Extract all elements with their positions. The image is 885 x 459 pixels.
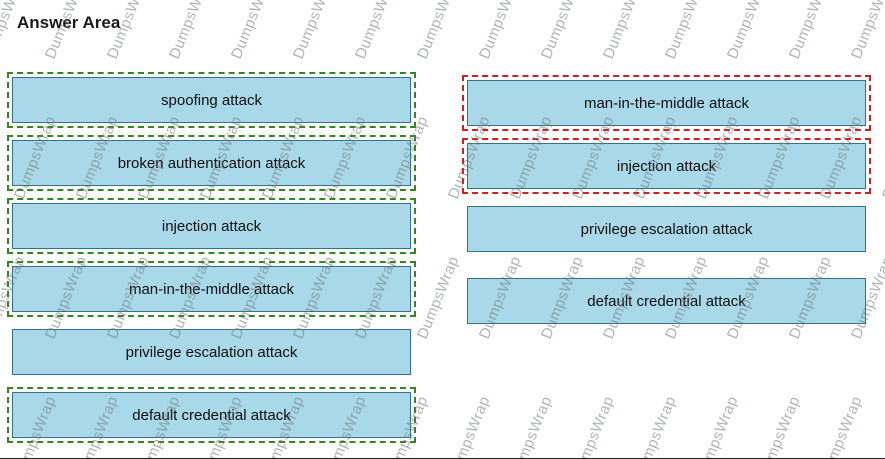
- watermark-text: DumpsWrap: [755, 393, 804, 459]
- page-title: Answer Area: [17, 13, 121, 32]
- drag-item-default-credential-attack[interactable]: default credential attack: [12, 392, 411, 438]
- watermark-text: DumpsWrap: [879, 393, 885, 459]
- answer-slot-wrap: default credential attack: [462, 273, 871, 329]
- drag-item-injection-attack[interactable]: injection attack: [12, 203, 411, 249]
- answer-slot-injection-attack[interactable]: injection attack: [467, 143, 866, 189]
- option-wrap: broken authentication attack: [7, 135, 416, 191]
- source-options-column: spoofing attack broken authentication at…: [7, 72, 416, 450]
- watermark-text: DumpsWrap: [414, 0, 463, 62]
- watermark-text: DumpsWrap: [817, 393, 866, 459]
- watermark-text: DumpsWrap: [848, 0, 885, 62]
- option-wrap: injection attack: [7, 198, 416, 254]
- option-wrap: spoofing attack: [7, 72, 416, 128]
- answer-slots-column: man-in-the-middle attack injection attac…: [462, 75, 871, 336]
- watermark-text: DumpsWrap: [445, 393, 494, 459]
- answer-slot-privilege-escalation-attack[interactable]: privilege escalation attack: [467, 206, 866, 252]
- watermark-text: DumpsWrap: [879, 113, 885, 202]
- answer-slot-wrap: privilege escalation attack: [462, 201, 871, 257]
- option-wrap: default credential attack: [7, 387, 416, 443]
- drag-item-privilege-escalation-attack[interactable]: privilege escalation attack: [12, 329, 411, 375]
- watermark-text: DumpsWrap: [228, 0, 277, 62]
- option-wrap: man-in-the-middle attack: [7, 261, 416, 317]
- answer-slot-wrap: injection attack: [462, 138, 871, 194]
- watermark-text: DumpsWrap: [724, 0, 773, 62]
- watermark-text: DumpsWrap: [662, 0, 711, 62]
- watermark-text: DumpsWrap: [538, 0, 587, 62]
- answer-slot-default-credential-attack[interactable]: default credential attack: [467, 278, 866, 324]
- drag-item-broken-authentication-attack[interactable]: broken authentication attack: [12, 140, 411, 186]
- watermark-text: DumpsWrap: [600, 0, 649, 62]
- watermark-text: DumpsWrap: [290, 0, 339, 62]
- watermark-text: DumpsWrap: [414, 253, 463, 342]
- drag-item-spoofing-attack[interactable]: spoofing attack: [12, 77, 411, 123]
- watermark-text: DumpsWrap: [786, 0, 835, 62]
- watermark-text: DumpsWrap: [631, 393, 680, 459]
- watermark-text: DumpsWrap: [352, 0, 401, 62]
- option-wrap: privilege escalation attack: [7, 324, 416, 380]
- watermark-text: DumpsWrap: [166, 0, 215, 62]
- answer-slot-wrap: man-in-the-middle attack: [462, 75, 871, 131]
- watermark-text: DumpsWrap: [476, 0, 525, 62]
- answer-slot-man-in-the-middle-attack[interactable]: man-in-the-middle attack: [467, 80, 866, 126]
- watermark-text: DumpsWrap: [507, 393, 556, 459]
- drag-item-man-in-the-middle-attack[interactable]: man-in-the-middle attack: [12, 266, 411, 312]
- watermark-text: DumpsWrap: [693, 393, 742, 459]
- watermark-text: DumpsWrap: [569, 393, 618, 459]
